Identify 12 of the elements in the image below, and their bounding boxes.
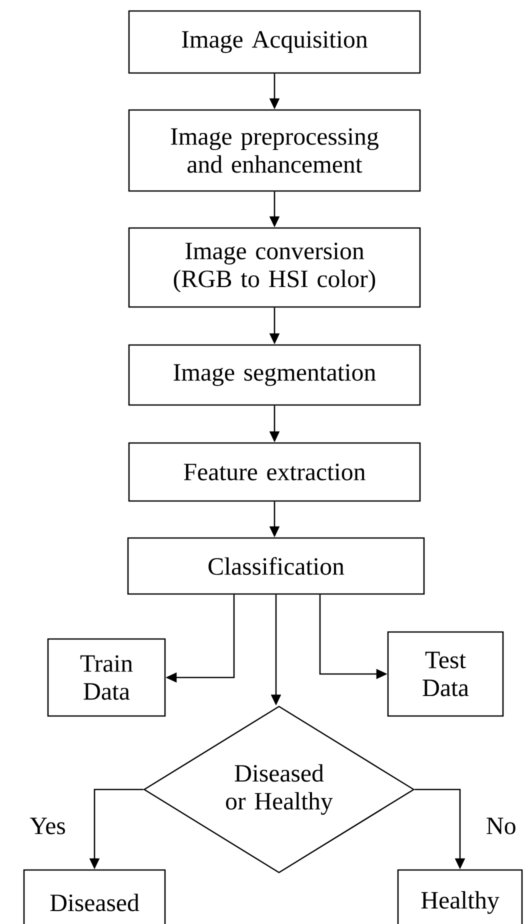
- data-box: Train Data: [47, 638, 166, 717]
- process-box: Image Acquisition: [128, 10, 421, 74]
- process-box: Feature extraction: [128, 442, 421, 502]
- process-box: Classification: [127, 537, 425, 595]
- branch-label: Yes: [30, 818, 65, 834]
- process-box: Image segmentation: [128, 344, 421, 406]
- result-box: Diseased: [23, 869, 166, 924]
- process-box: Image conversion (RGB to HSI color): [128, 227, 421, 308]
- process-box: Image preprocessing and enhancement: [128, 109, 421, 192]
- result-box: Healthy: [397, 869, 523, 924]
- branch-label: No: [486, 818, 516, 834]
- data-box: Test Data: [387, 631, 504, 717]
